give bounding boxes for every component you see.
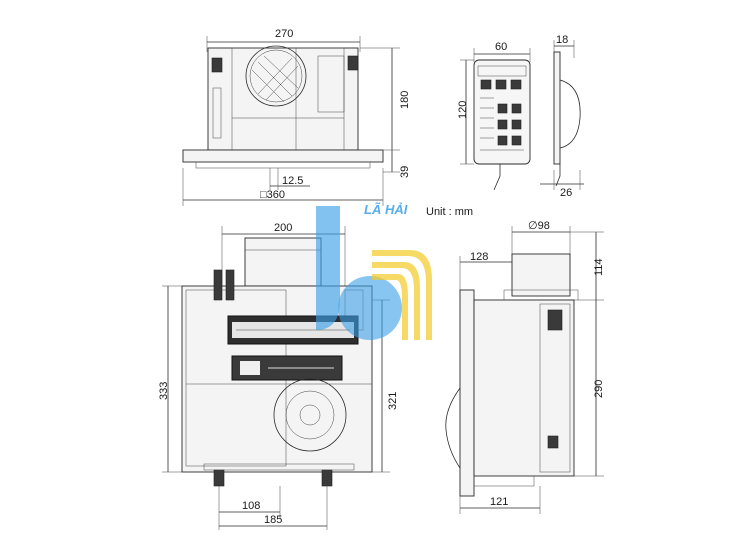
dim-front-bottom-b: 185 xyxy=(264,514,282,526)
side-view: ∅98 128 114 290 121 xyxy=(445,220,605,514)
dim-remote-bottom: 26 xyxy=(560,187,572,199)
dim-side-bottom: 121 xyxy=(490,496,508,508)
dim-remote-depth: 18 xyxy=(556,34,568,46)
watermark-text: LÃ HẢI xyxy=(364,202,408,217)
remote-front: 60 120 xyxy=(457,41,531,191)
dim-top-height: 180 xyxy=(399,91,411,109)
dim-outer: □360 xyxy=(260,189,285,201)
dim-offset: 12.5 xyxy=(282,175,303,187)
dim-front-bottom-a: 108 xyxy=(242,500,260,512)
unit-label: Unit : mm xyxy=(426,206,473,218)
dim-remote-height: 120 xyxy=(457,101,469,119)
dim-front-height-right: 321 xyxy=(387,392,399,410)
dim-side-height: 290 xyxy=(593,380,605,398)
dim-side-offset: 128 xyxy=(470,251,488,263)
dim-front-height-left: 333 xyxy=(158,382,170,400)
dim-flange: 39 xyxy=(399,166,411,178)
watermark-logo: LÃ HẢI xyxy=(316,202,432,340)
dim-remote-width: 60 xyxy=(495,41,507,53)
remote-side: 18 26 xyxy=(540,34,584,199)
dim-side-top: 114 xyxy=(593,258,605,276)
front-view: 200 333 321 xyxy=(158,222,399,530)
dim-front-top: 200 xyxy=(274,222,292,234)
dim-top-width: 270 xyxy=(275,28,293,40)
top-view: 270 180 39 xyxy=(182,28,411,206)
dim-duct: ∅98 xyxy=(528,220,550,232)
